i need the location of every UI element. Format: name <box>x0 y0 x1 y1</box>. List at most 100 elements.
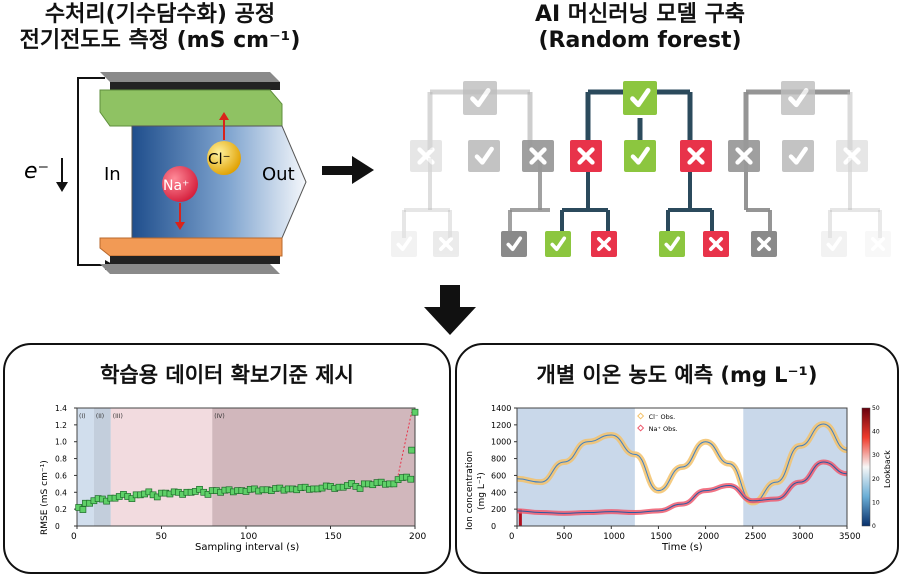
electrode-title: 수처리(기수담수화) 공정 전기전도도 측정 (mS cm⁻¹) <box>0 2 320 54</box>
desalination-cell-diagram: e⁻ In Out Cl⁻ Na⁺ <box>24 72 307 274</box>
sodium-label: Na⁺ <box>163 178 189 194</box>
cl-predicted-line <box>516 423 848 503</box>
y-tick-label: 600 <box>491 471 506 480</box>
plot-frame <box>516 407 848 527</box>
cross-node-icon <box>836 140 868 172</box>
data-point <box>79 506 87 513</box>
y-tick-label: 0.4 <box>55 488 67 497</box>
sodium-ion <box>162 166 198 202</box>
ion-prediction-panel: 개별 이온 농도 예측 (mg L⁻¹) Ion concentration (… <box>455 343 899 574</box>
check-node-icon <box>624 140 656 172</box>
check-node-icon <box>501 231 527 257</box>
ion-xlabel: Time (s) <box>661 542 703 553</box>
x-tick-label: 100 <box>240 532 257 542</box>
data-point <box>408 446 415 454</box>
y-tick-label: 1400 <box>491 404 511 413</box>
rmse-chart: RMSE (mS cm⁻¹) Sampling interval (s) (I)… <box>40 404 426 553</box>
x-tick-label: 500 <box>556 532 572 542</box>
y-tick-label: 1.2 <box>55 421 67 430</box>
bottom-collector <box>100 264 280 274</box>
y-tick-label: 0 <box>491 522 496 531</box>
model-title-line1: AI 머신러닝 모델 구축 <box>534 2 746 27</box>
y-tick-label: 1.0 <box>55 438 67 447</box>
check-node-icon <box>781 81 815 115</box>
data-point <box>204 491 212 498</box>
training-panel-title: 학습용 데이터 확보기준 제시 <box>100 363 354 387</box>
cross-node-icon <box>410 140 442 172</box>
prediction-panel-title: 개별 이온 농도 예측 (mg L⁻¹) <box>536 363 818 387</box>
lookback-colorbar <box>861 407 871 527</box>
x-tick-label: 2000 <box>698 532 720 542</box>
check-node-icon <box>463 81 497 115</box>
ion-ylabel-line1: Ion concentration <box>465 451 475 530</box>
y-tick-label: 200 <box>491 505 506 514</box>
region-band <box>77 408 94 526</box>
check-node-icon <box>468 140 500 172</box>
data-point <box>356 485 364 492</box>
outlier-guide <box>397 412 413 476</box>
electron-label: e⁻ <box>24 159 49 184</box>
cross-node-icon <box>751 231 777 257</box>
sodium-arrow <box>175 222 185 230</box>
shaded-band <box>517 408 635 526</box>
check-node-icon <box>821 231 847 257</box>
ion-ylabel-line2: (mg L⁻¹) <box>477 472 487 510</box>
cross-node-icon <box>703 231 729 257</box>
check-node-icon <box>391 231 417 257</box>
top-collector <box>100 72 280 82</box>
y-tick-label: 0.8 <box>55 455 67 464</box>
check-node-icon <box>623 81 657 115</box>
region-band <box>93 408 111 526</box>
y-tick-label: 0.2 <box>55 505 67 514</box>
data-point <box>390 480 398 488</box>
colorbar-tick-label: 0 <box>872 523 876 530</box>
colorbar-tick-label: 50 <box>872 405 880 412</box>
in-label: In <box>104 164 121 185</box>
chloride-ion <box>207 141 241 175</box>
circuit-wire <box>77 77 105 266</box>
x-tick-label: 3500 <box>839 532 861 542</box>
x-tick-label: 200 <box>409 532 426 542</box>
na-predicted-line <box>516 461 848 514</box>
x-tick-label: 150 <box>325 532 342 542</box>
check-node-icon <box>782 140 814 172</box>
model-title: AI 머신러닝 모델 구축 (Random forest) <box>480 2 800 54</box>
region-band <box>212 408 415 526</box>
data-point <box>153 493 161 501</box>
x-tick-label: 0 <box>509 532 514 542</box>
region-label: (IV) <box>214 413 225 420</box>
chart-legend: Cl⁻ Obs. Na⁺ Obs. <box>637 412 678 433</box>
cross-node-icon <box>865 231 891 257</box>
cross-node-icon <box>680 140 712 172</box>
down-arrow-icon <box>424 285 476 335</box>
training-data-panel: 학습용 데이터 확보기준 제시 RMSE (mS cm⁻¹) Sampling … <box>3 343 451 574</box>
cross-node-icon <box>522 140 554 172</box>
start-marker <box>518 509 522 526</box>
data-point <box>128 495 136 502</box>
x-tick-label: 3000 <box>792 532 814 542</box>
y-tick-label: 1.4 <box>55 404 67 413</box>
x-tick-label: 50 <box>156 532 168 542</box>
cl-legend-label: Cl⁻ Obs. <box>649 413 676 421</box>
y-tick-label: 400 <box>491 488 506 497</box>
check-node-icon <box>659 231 685 257</box>
electrode-title-line2: 전기전도도 측정 (mS cm⁻¹) <box>19 28 301 53</box>
region-label: (II) <box>96 413 104 420</box>
model-title-line2: (Random forest) <box>538 28 742 53</box>
colorbar-label: Lookback <box>883 450 892 488</box>
x-tick-label: 1500 <box>650 532 672 542</box>
na-legend-label: Na⁺ Obs. <box>649 425 678 433</box>
cross-node-icon <box>728 140 760 172</box>
region-band <box>110 408 213 526</box>
region-label: (III) <box>113 413 123 420</box>
chloride-label: Cl⁻ <box>208 150 231 168</box>
out-label: Out <box>262 164 295 185</box>
y-tick-label: 0 <box>55 522 60 531</box>
x-tick-label: 0 <box>71 532 77 542</box>
region-label: (I) <box>79 413 85 420</box>
data-point <box>407 475 415 483</box>
colorbar-tick-label: 20 <box>872 476 880 483</box>
rmse-ylabel: RMSE (mS cm⁻¹) <box>40 460 50 535</box>
cross-node-icon <box>433 231 459 257</box>
